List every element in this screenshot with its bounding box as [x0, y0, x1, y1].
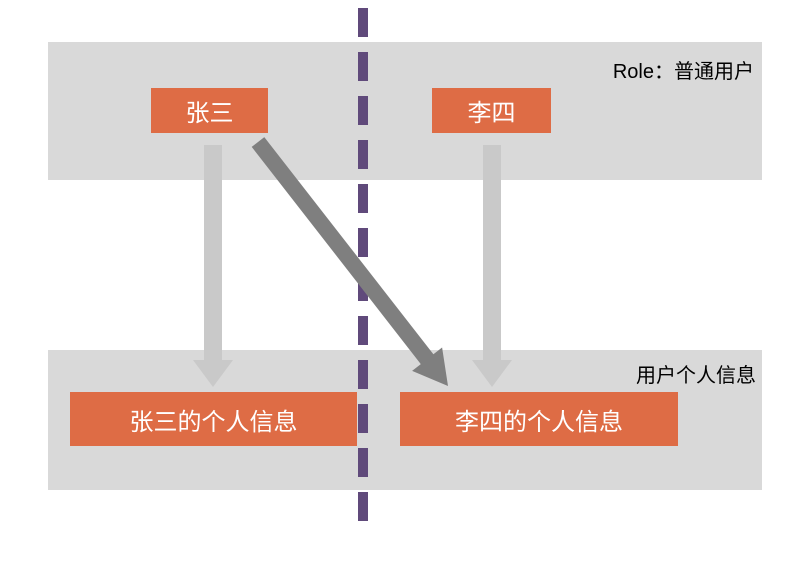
- role-label: Role：普通用户: [612, 61, 754, 83]
- node-lisi: 李四: [432, 88, 551, 133]
- user-info-band-label: 用户个人信息: [636, 365, 756, 387]
- arrow-zhangsan-to-lisi-info: [251, 137, 448, 386]
- node-zhangsan-info: 张三的个人信息: [70, 392, 357, 446]
- arrow-lisi-to-own-info: [472, 145, 512, 387]
- node-lisi-info: 李四的个人信息: [400, 392, 678, 446]
- node-zhangsan: 张三: [151, 88, 268, 133]
- arrow-zhangsan-to-own-info: [193, 145, 233, 387]
